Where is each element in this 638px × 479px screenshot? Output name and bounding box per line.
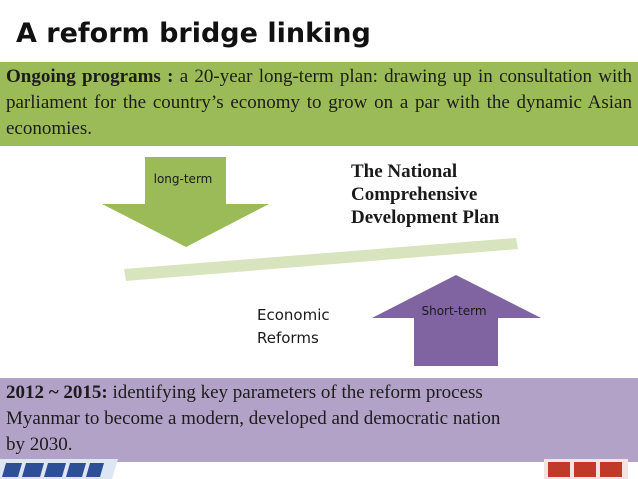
timeline-text: identifying key parameters of the reform… [107, 382, 483, 403]
ongoing-programs-text: a 20-year long-term plan: drawing up in … [6, 66, 632, 139]
timeline-line-1: 2012 ~ 2015: identifying key parameters … [6, 380, 632, 406]
right-logo-graphic [544, 459, 628, 479]
national-plan-label: The National Comprehensive Development P… [351, 160, 499, 229]
national-plan-line-1: The National [351, 161, 458, 182]
short-term-arrow-label: Short-term [421, 304, 486, 318]
economic-reforms-label: Economic Reforms [257, 304, 330, 350]
slide-title: A reform bridge linking [16, 18, 371, 49]
timeline-label: 2012 ~ 2015: [6, 382, 108, 403]
right-logo [544, 459, 628, 479]
timeline-line-2: Myanmar to become a modern, developed an… [6, 408, 501, 429]
ongoing-programs-box: Ongoing programs : a 20-year long-term p… [0, 62, 638, 146]
long-term-arrow-label: long-term [154, 172, 213, 186]
long-term-arrow [102, 157, 269, 247]
national-plan-line-2: Comprehensive [351, 184, 478, 205]
economic-reforms-line-2: Reforms [257, 329, 319, 347]
economic-reforms-line-1: Economic [257, 306, 330, 324]
left-logo-graphic [0, 459, 118, 479]
timeline-box: 2012 ~ 2015: identifying key parameters … [0, 378, 638, 462]
timeline-line-3: by 2030. [6, 434, 73, 455]
ongoing-programs-label: Ongoing programs : [6, 66, 174, 87]
short-term-arrow [372, 275, 541, 366]
bridge-plank [124, 238, 518, 281]
national-plan-line-3: Development Plan [351, 207, 500, 228]
left-logo [0, 459, 118, 479]
